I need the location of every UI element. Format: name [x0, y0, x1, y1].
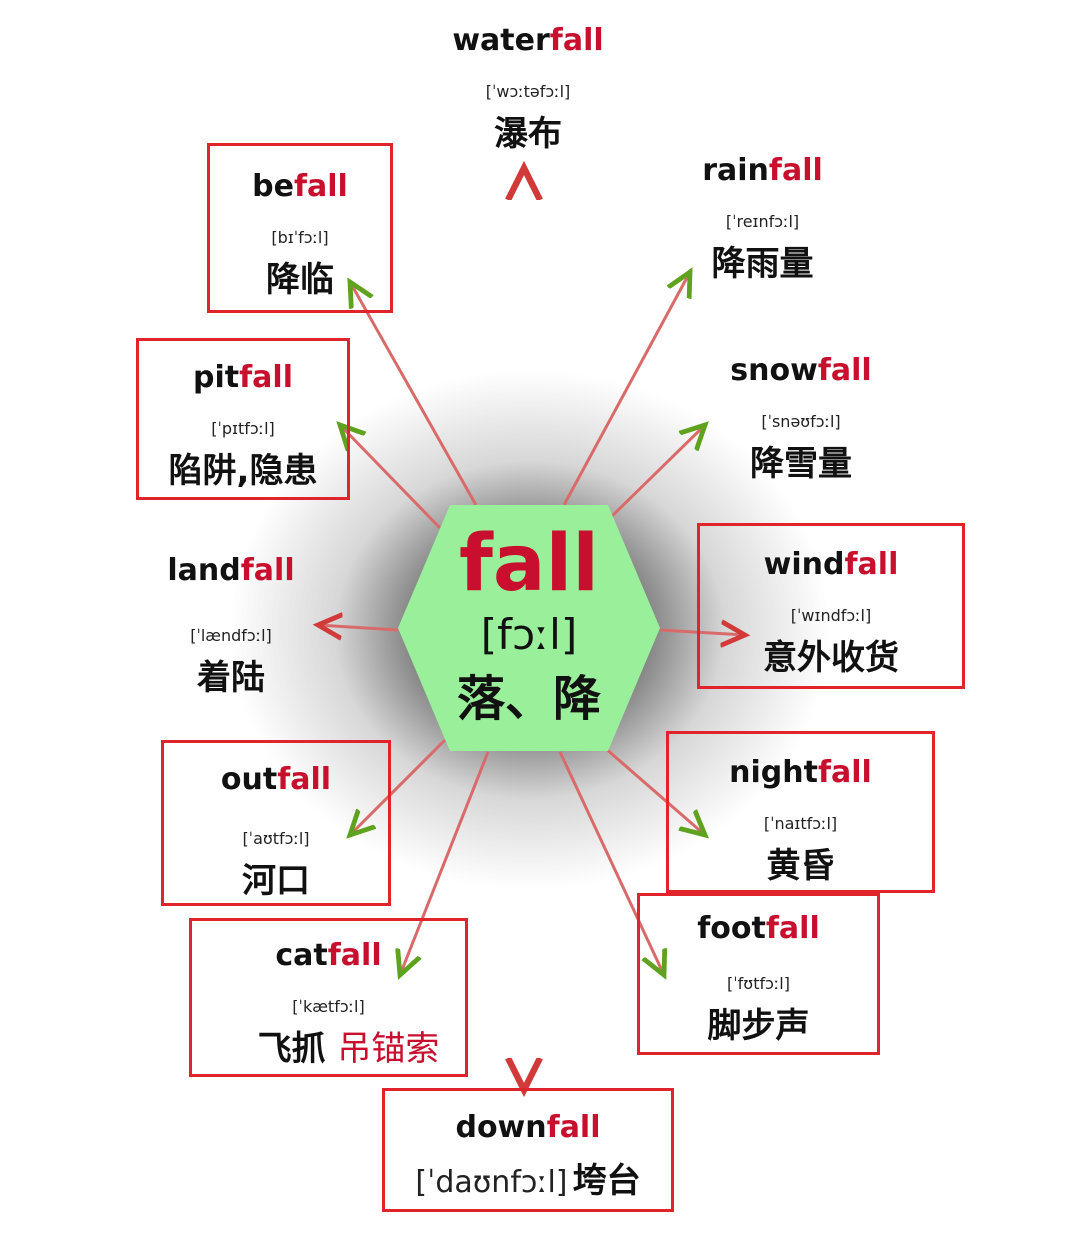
phonetic-landfall: [ˈlændfɔːl] [190, 626, 272, 645]
meaning-windfall: 意外收货 [763, 638, 899, 678]
word-node-landfall: landfall [ˈlændfɔːl] 着陆 [106, 540, 356, 700]
meaning-footfall: 脚步声 [707, 1006, 810, 1046]
arrow-footfall [558, 751, 664, 975]
word-node-catfall: catfall [ˈkætfɔːl] 飞抓 吊锚索 [189, 918, 468, 1077]
word-befall: befall [252, 169, 348, 204]
meaning-downfall: 垮台 [572, 1161, 641, 1201]
word-catfall: catfall [275, 938, 382, 973]
word-nightfall: nightfall [729, 755, 872, 790]
word-downfall: downfall [455, 1110, 601, 1145]
arrow-catfall [400, 751, 490, 975]
arrow-outfall [350, 738, 447, 835]
meaning-rainfall: 降雨量 [711, 244, 814, 284]
arrow-rainfall [562, 272, 690, 506]
word-node-downfall: downfall [ˈdaʊnfɔːl] 垮台 [382, 1088, 674, 1212]
hub-hexagon: fall [fɔːl] 落、降 [398, 505, 660, 751]
word-footfall: footfall [697, 911, 820, 946]
arrow-landfall [318, 625, 399, 630]
word-node-rainfall: rainfall [ˈreɪnfɔːl] 降雨量 [640, 140, 885, 286]
word-rainfall: rainfall [702, 153, 823, 188]
word-node-windfall: windfall [ˈwɪndfɔːl] 意外收货 [697, 523, 965, 689]
meaning-snowfall: 降雪量 [750, 444, 852, 484]
word-node-nightfall: nightfall [ˈnaɪtfɔːl] 黄昏 [666, 731, 935, 893]
phonetic-waterfall: [ˈwɔːtəfɔːl] [485, 82, 571, 101]
arrow-windfall [659, 630, 745, 635]
hub-phonetic: [fɔːl] [480, 610, 578, 659]
hexagon-shape [398, 505, 660, 751]
phonetic-windfall: [ˈwɪndfɔːl] [790, 606, 872, 625]
word-outfall: outfall [220, 762, 332, 797]
word-node-outfall: outfall [ˈaʊtfɔːl] 河口 [161, 740, 391, 906]
arrow-snowfall [606, 425, 705, 522]
phonetic-downfall: [ˈdaʊnfɔːl] [415, 1165, 568, 1200]
phonetic-footfall: [ˈfʊtfɔːl] [727, 974, 790, 993]
phonetic-rainfall: [ˈreɪnfɔːl] [725, 212, 800, 231]
arrow-pitfall [340, 425, 442, 530]
arrow-befall [350, 282, 478, 506]
meaning-befall: 降临 [266, 260, 334, 300]
phonetic-catfall: [ˈkætfɔːl] [292, 997, 365, 1016]
hub-meaning: 落、降 [456, 671, 601, 727]
downfall-info-row: [ˈdaʊnfɔːl] 垮台 [385, 1159, 671, 1203]
phonetic-nightfall: [ˈnaɪtfɔːl] [763, 814, 838, 833]
meaning-nightfall: 黄昏 [766, 846, 835, 886]
hub-word: fall [458, 519, 600, 609]
word-landfall: landfall [167, 553, 295, 588]
word-node-waterfall: waterfall [ˈwɔːtəfɔːl] 瀑布 [368, 10, 688, 156]
phonetic-outfall: [ˈaʊtfɔːl] [242, 829, 310, 848]
meaning-landfall: 着陆 [197, 658, 265, 698]
meaning-extra-catfall: 吊锚索 [337, 1029, 440, 1069]
word-waterfall: waterfall [452, 23, 604, 58]
word-windfall: windfall [763, 547, 899, 582]
phonetic-pitfall: [ˈpɪtfɔːl] [211, 419, 275, 438]
meaning-waterfall: 瀑布 [494, 114, 562, 154]
word-node-befall: befall [bɪˈfɔːl] 降临 [207, 143, 393, 313]
meaning-outfall: 河口 [242, 861, 310, 901]
word-node-footfall: footfall [ˈfʊtfɔːl] 脚步声 [637, 893, 880, 1055]
arrow-nightfall [604, 746, 705, 835]
word-snowfall: snowfall [730, 353, 872, 388]
word-pitfall: pitfall [193, 360, 293, 395]
meaning-catfall: 飞抓 吊锚索 [257, 1029, 440, 1069]
meaning-pitfall: 陷阱,隐患 [168, 451, 318, 491]
phonetic-befall: [bɪˈfɔːl] [271, 228, 329, 247]
phonetic-snowfall: [ˈsnəʊfɔːl] [761, 412, 841, 431]
word-node-snowfall: snowfall [ˈsnəʊfɔːl] 降雪量 [660, 340, 942, 486]
word-node-pitfall: pitfall [ˈpɪtfɔːl] 陷阱,隐患 [136, 338, 350, 500]
